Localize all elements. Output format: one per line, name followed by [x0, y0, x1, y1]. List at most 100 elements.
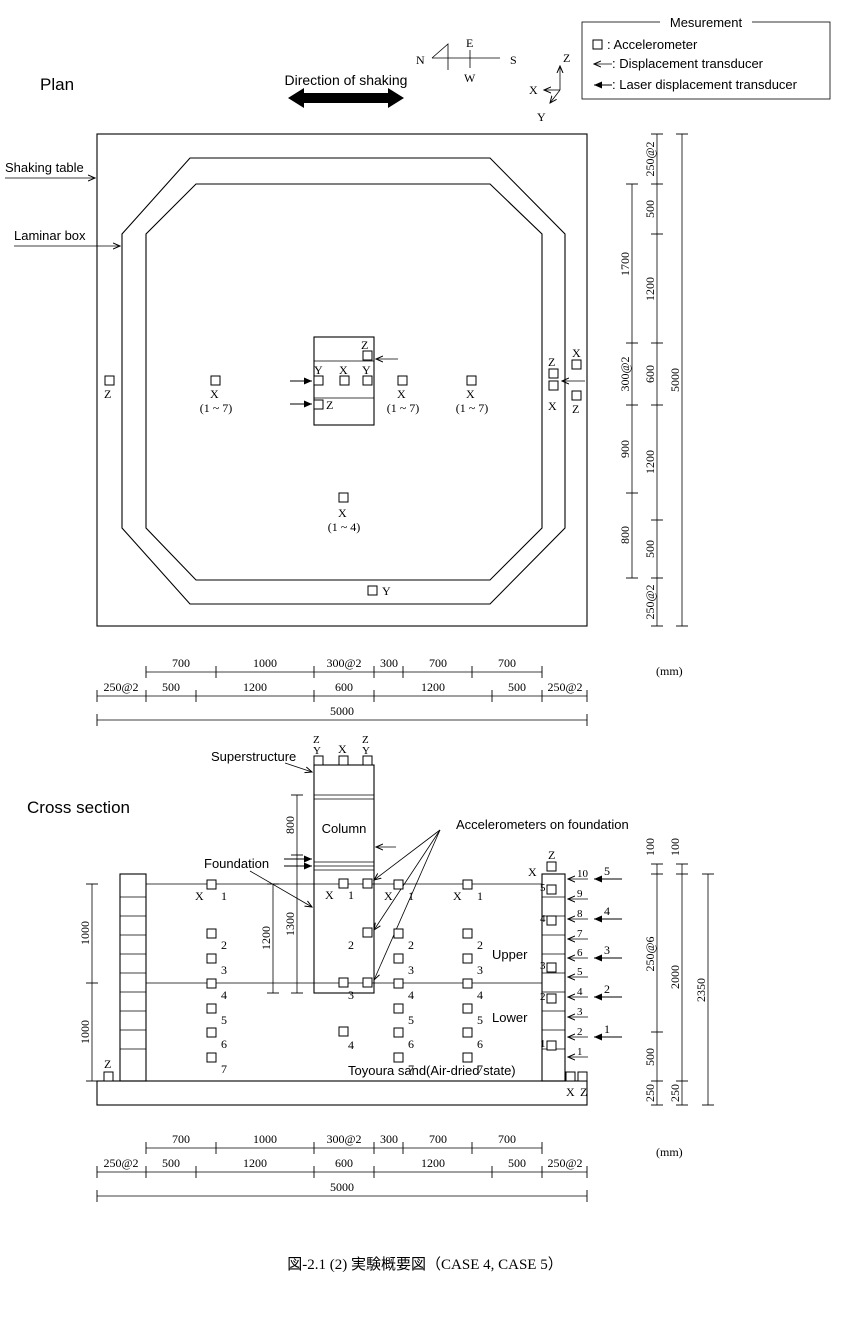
dim-label: 1200: [643, 277, 657, 301]
label-z: Z: [313, 734, 320, 746]
accelerometer: [362, 350, 373, 361]
num-label: 6: [477, 1037, 483, 1051]
dim-label: 1000: [253, 656, 277, 670]
dim-label: 300@2: [326, 1132, 361, 1146]
num-label: 5: [477, 1013, 483, 1027]
laminar-box-label: Laminar box: [14, 228, 86, 243]
accelerometer: [362, 375, 373, 386]
dim-label: 250@2: [643, 141, 657, 176]
dim-label: 300: [380, 656, 398, 670]
label-x: X: [548, 399, 557, 413]
dim-label: 250@2: [643, 584, 657, 619]
compass: N E S W: [416, 36, 517, 85]
dim-label: 1200: [243, 1156, 267, 1170]
num-label: 2: [348, 938, 354, 952]
label-x: X: [572, 346, 581, 360]
accelerometer: [206, 1052, 217, 1063]
accelerometer: [462, 1003, 473, 1014]
num-label: 5: [604, 864, 610, 878]
accelerometer: [339, 375, 350, 386]
label-z: Z: [548, 355, 555, 369]
num-label: 2: [540, 991, 546, 1003]
dim-label: 250@2: [103, 1156, 138, 1170]
label-x: X: [338, 506, 347, 520]
label-x: X: [210, 387, 219, 401]
accelerometer: [367, 585, 378, 596]
accelerometer: [571, 390, 582, 401]
num-label: 5: [577, 966, 583, 978]
label-x: X: [528, 865, 537, 879]
label-z: Z: [580, 1085, 587, 1099]
label-y: Y: [362, 363, 371, 377]
num-label: 5: [408, 1013, 414, 1027]
accelerometer: [206, 879, 217, 890]
num-label: 2: [221, 938, 227, 952]
accelerometer: [571, 359, 582, 370]
accelerometer: [313, 755, 324, 766]
label-x: X: [566, 1085, 575, 1099]
num-label: 3: [408, 963, 414, 977]
accelerometer: [462, 978, 473, 989]
dim-label: 500: [162, 680, 180, 694]
num-label: 3: [221, 963, 227, 977]
compass-n: N: [416, 53, 425, 67]
accelerometer: [546, 915, 557, 926]
legend: Mesurement : Accelerometer : Displacemen…: [581, 15, 831, 100]
dim-label: 250@6: [643, 936, 657, 971]
accelerometer: [362, 927, 373, 938]
dim-label: 900: [618, 440, 632, 458]
accelerometer: [338, 878, 349, 889]
compass-w: W: [464, 71, 476, 85]
laminar-box-outer: [121, 157, 566, 605]
accelerometer: [546, 884, 557, 895]
compass-s: S: [510, 53, 517, 67]
axis-triad-icon: Z X Y: [529, 51, 570, 124]
legend-accelerometer: : Accelerometer: [607, 37, 698, 52]
superstructure-label: Superstructure: [211, 749, 296, 764]
dim-label: 800: [618, 526, 632, 544]
accelerometer: [546, 993, 557, 1004]
legend-displacement: : Displacement transducer: [612, 56, 764, 71]
dim-label: 250@2: [103, 680, 138, 694]
dim-label: 600: [335, 680, 353, 694]
shaking-table-label: Shaking table: [5, 160, 84, 175]
dim-label: 1000: [78, 921, 92, 945]
range-label: (1 ~ 7): [200, 401, 232, 415]
axis-y-label: Y: [537, 110, 546, 124]
num-label: 8: [577, 908, 583, 920]
legend-title: Mesurement: [670, 15, 743, 30]
dim-label: 100: [643, 838, 657, 856]
acc-foundation-label: Accelerometers on foundation: [456, 817, 629, 832]
shaking-table-base: [96, 1080, 588, 1106]
num-label: 5: [540, 882, 546, 894]
accelerometer: [462, 953, 473, 964]
label-y: Y: [314, 363, 323, 377]
dim-label: 600: [643, 365, 657, 383]
num-label: 4: [604, 904, 610, 918]
shaking-table: [96, 133, 588, 627]
num-label: 3: [577, 1006, 583, 1018]
dim-label: 100: [668, 838, 682, 856]
accelerometer: [393, 953, 404, 964]
label-z: Z: [548, 848, 555, 862]
label-x: X: [397, 387, 406, 401]
accelerometer: [577, 1071, 588, 1082]
label-z: Z: [104, 1057, 111, 1071]
label-x: X: [384, 889, 393, 903]
num-label: 7: [477, 1062, 483, 1076]
shaking-direction-label: Direction of shaking: [285, 72, 408, 88]
label-z: Z: [572, 402, 579, 416]
dim-label: 1200: [643, 450, 657, 474]
dim-label: 600: [335, 1156, 353, 1170]
range-label: (1 ~ 4): [328, 520, 360, 534]
accelerometer: [210, 375, 221, 386]
label-y: Y: [382, 584, 391, 598]
num-label: 3: [540, 960, 546, 972]
section-bottom-dimensions: 700 1000 300@2 300 700 700 250@2 500 120…: [96, 1132, 683, 1202]
label-x: X: [338, 742, 347, 756]
num-label: 7: [408, 1062, 414, 1076]
dim-label: 1200: [259, 926, 273, 950]
axis-x-label: X: [529, 83, 538, 97]
accelerometer: [393, 879, 404, 890]
